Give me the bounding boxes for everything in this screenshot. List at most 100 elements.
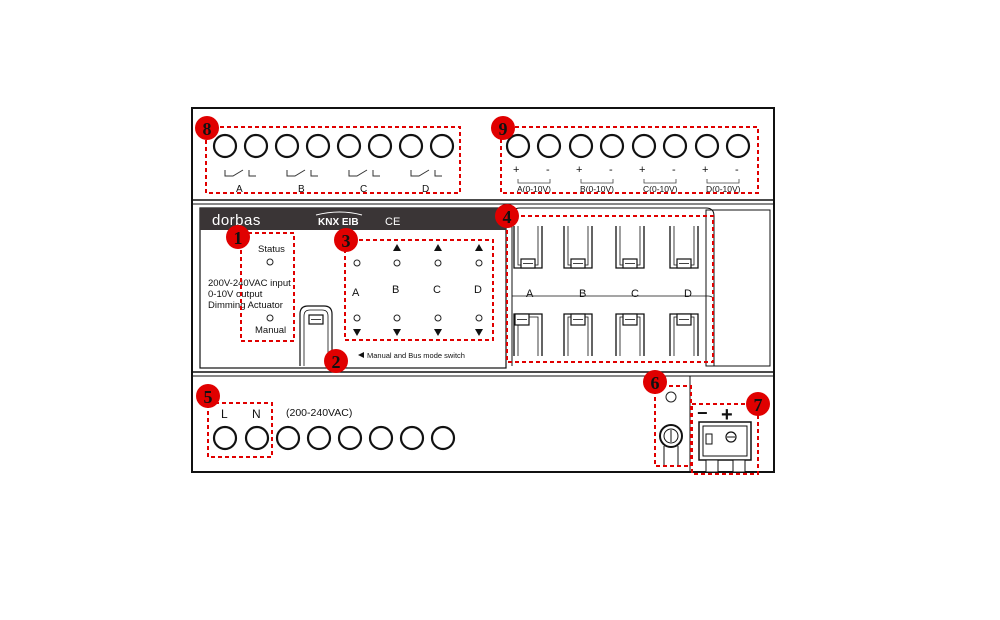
analog-terminal-7[interactable] <box>694 133 720 159</box>
rocker-switch-c-top[interactable] <box>615 226 645 269</box>
callout-1: 1 <box>226 225 250 249</box>
channel-c-top-led <box>434 259 442 267</box>
bus-connector[interactable] <box>698 421 752 473</box>
rocker-switch-a-bottom[interactable] <box>513 313 543 356</box>
analog-terminal-8[interactable] <box>725 133 751 159</box>
analog-terminal-3[interactable] <box>568 133 594 159</box>
power-label-l: L <box>221 407 228 421</box>
power-terminal-8[interactable] <box>430 425 456 451</box>
channel-a-bottom-led <box>353 314 361 322</box>
callout-5: 5 <box>196 384 220 408</box>
analog-terminal-6[interactable] <box>662 133 688 159</box>
rocker-label-b: B <box>579 288 586 300</box>
analog-d-minus: - <box>735 164 739 176</box>
callout-6: 6 <box>643 370 667 394</box>
power-terminal-3[interactable] <box>275 425 301 451</box>
analog-output-terminals <box>505 133 751 159</box>
channel-d-label: D <box>474 284 482 296</box>
highlight-box-1 <box>240 232 295 342</box>
rocker-switch-b-bottom[interactable] <box>563 313 593 356</box>
channel-b-top-led <box>393 259 401 267</box>
rocker-switch-a-top[interactable] <box>513 226 543 269</box>
channel-d-up-triangle <box>475 244 483 251</box>
relay-contact-c-icon <box>348 169 380 177</box>
relay-terminal-8[interactable] <box>429 133 455 159</box>
knx-logo: KNX EIB <box>318 217 359 228</box>
relay-contact-d-icon <box>410 169 442 177</box>
power-terminal-l[interactable] <box>212 425 238 451</box>
analog-terminal-5[interactable] <box>631 133 657 159</box>
analog-label-a: A(0-10V) <box>517 184 551 194</box>
rocker-label-d: D <box>684 288 692 300</box>
power-terminal-4[interactable] <box>306 425 332 451</box>
channel-b-down-triangle[interactable] <box>393 329 401 336</box>
power-terminal-6[interactable] <box>368 425 394 451</box>
mode-switch-housing <box>299 305 333 366</box>
channel-c-up-triangle <box>434 244 442 251</box>
status-label: Status <box>258 244 285 255</box>
relay-terminal-6[interactable] <box>367 133 393 159</box>
ce-mark: CE <box>385 216 400 228</box>
channel-c-bottom-led <box>434 314 442 322</box>
relay-terminal-1[interactable] <box>212 133 238 159</box>
relay-contact-symbols <box>224 169 442 177</box>
power-terminal-5[interactable] <box>337 425 363 451</box>
callout-9: 9 <box>491 116 515 140</box>
callout-3: 3 <box>334 228 358 252</box>
callout-7: 7 <box>746 392 770 416</box>
relay-label-c: C <box>360 184 367 195</box>
power-terminal-7[interactable] <box>399 425 425 451</box>
relay-terminal-2[interactable] <box>243 133 269 159</box>
analog-label-d: D(0-10V) <box>706 184 741 194</box>
analog-terminal-1[interactable] <box>505 133 531 159</box>
analog-d-plus: + <box>702 164 708 176</box>
rocker-switch-d-top[interactable] <box>669 226 699 269</box>
power-terminal-n[interactable] <box>244 425 270 451</box>
relay-terminal-3[interactable] <box>274 133 300 159</box>
channel-c-down-triangle[interactable] <box>434 329 442 336</box>
rocker-switches-bottom <box>513 313 699 356</box>
power-input-label: (200-240VAC) <box>286 407 352 419</box>
highlight-box-5 <box>207 402 273 458</box>
analog-terminal-4[interactable] <box>599 133 625 159</box>
callout-7-number: 7 <box>754 395 763 415</box>
programming-button-stem <box>663 446 679 466</box>
channel-c-label: C <box>433 284 441 296</box>
callout-8: 8 <box>195 116 219 140</box>
callout-1-number: 1 <box>234 228 243 248</box>
relay-terminal-7[interactable] <box>398 133 424 159</box>
bus-minus-symbol: − <box>697 403 708 423</box>
bus-plus-symbol: + <box>721 404 733 426</box>
analog-c-plus: + <box>639 164 645 176</box>
callout-8-number: 8 <box>203 119 212 139</box>
rocker-label-a: A <box>526 288 534 300</box>
channel-d-top-led <box>475 259 483 267</box>
callout-3-number: 3 <box>342 231 351 251</box>
power-label-n: N <box>252 407 261 421</box>
relay-label-b: B <box>298 184 305 195</box>
relay-terminal-4[interactable] <box>305 133 331 159</box>
channel-d-bottom-led <box>475 314 483 322</box>
callout-9-number: 9 <box>499 119 508 139</box>
callout-4-number: 4 <box>503 207 512 227</box>
analog-label-c: C(0-10V) <box>643 184 678 194</box>
analog-label-b: B(0-10V) <box>580 184 614 194</box>
relay-contact-a-icon <box>224 169 256 177</box>
status-led <box>266 258 274 266</box>
analog-terminal-2[interactable] <box>536 133 562 159</box>
rocker-switch-b-top[interactable] <box>563 226 593 269</box>
relay-terminal-5[interactable] <box>336 133 362 159</box>
callout-5-number: 5 <box>204 387 213 407</box>
analog-b-minus: - <box>609 164 613 176</box>
callout-2: 2 <box>324 349 348 373</box>
manual-led <box>266 314 274 322</box>
channel-d-down-triangle[interactable] <box>475 329 483 336</box>
programming-led <box>665 391 677 403</box>
channel-b-label: B <box>392 284 399 296</box>
rocker-switch-c-bottom[interactable] <box>615 313 645 356</box>
analog-brackets <box>517 179 740 184</box>
rocker-switch-d-bottom[interactable] <box>669 313 699 356</box>
channel-a-down-triangle[interactable] <box>353 329 361 336</box>
channel-a-label: A <box>352 287 360 299</box>
